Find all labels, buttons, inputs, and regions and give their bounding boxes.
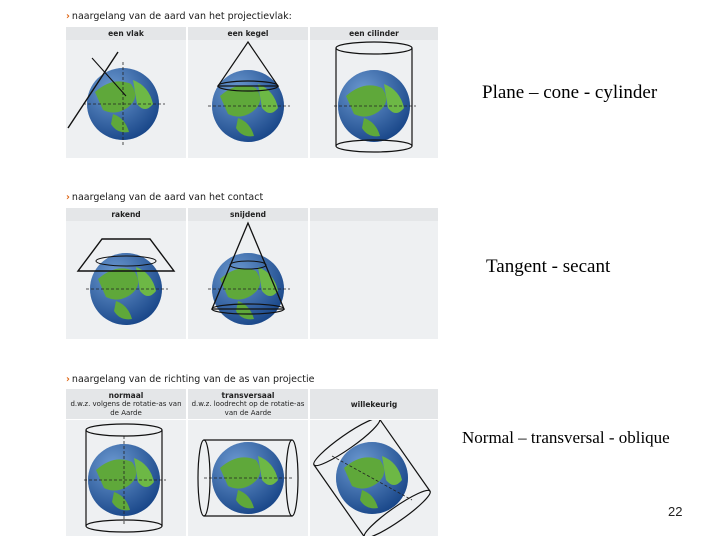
column-header-tangent: rakend bbox=[66, 208, 186, 221]
secant-projection-image bbox=[188, 221, 308, 339]
column-header-normal: normaal d.w.z. volgens de rotatie-as van… bbox=[66, 389, 186, 419]
column-header-empty bbox=[310, 208, 438, 221]
section-heading: ›naargelang van de richting van de as va… bbox=[66, 374, 315, 385]
bullet-arrow-icon: › bbox=[66, 374, 70, 385]
section-axis-direction: ›naargelang van de richting van de as va… bbox=[66, 373, 438, 536]
column-header-plane: een vlak bbox=[66, 27, 186, 40]
caption-normal-transversal-oblique: Normal – transversal - oblique bbox=[462, 428, 670, 447]
tangent-projection-image bbox=[66, 221, 186, 339]
empty-image-cell bbox=[310, 221, 438, 339]
section-contact-type: ›naargelang van de aard van het contact … bbox=[66, 191, 438, 339]
column-header-cylinder: een cilinder bbox=[310, 27, 438, 40]
column-header-transversal: transversaal d.w.z. loodrecht op de rota… bbox=[188, 389, 308, 419]
cylinder-projection-image bbox=[310, 40, 438, 158]
oblique-projection-image bbox=[310, 420, 438, 536]
plane-projection-image bbox=[66, 40, 186, 158]
column-header-oblique: willekeurig bbox=[310, 389, 438, 419]
column-header-secant: snijdend bbox=[188, 208, 308, 221]
caption-plane-cone-cylinder: Plane – cone - cylinder bbox=[482, 82, 658, 103]
page-number: 22 bbox=[668, 504, 683, 519]
caption-tangent-secant: Tangent - secant bbox=[486, 256, 611, 277]
bullet-arrow-icon: › bbox=[66, 11, 70, 22]
column-header-cone: een kegel bbox=[188, 27, 308, 40]
section-projection-surface: ›naargelang van de aard van het projecti… bbox=[66, 10, 438, 158]
section-heading: ›naargelang van de aard van het contact bbox=[66, 192, 264, 203]
section-heading: ›naargelang van de aard van het projecti… bbox=[66, 11, 292, 22]
bullet-arrow-icon: › bbox=[66, 192, 70, 203]
transversal-projection-image bbox=[188, 420, 308, 536]
cone-projection-image bbox=[188, 40, 308, 158]
normal-projection-image bbox=[66, 420, 186, 536]
